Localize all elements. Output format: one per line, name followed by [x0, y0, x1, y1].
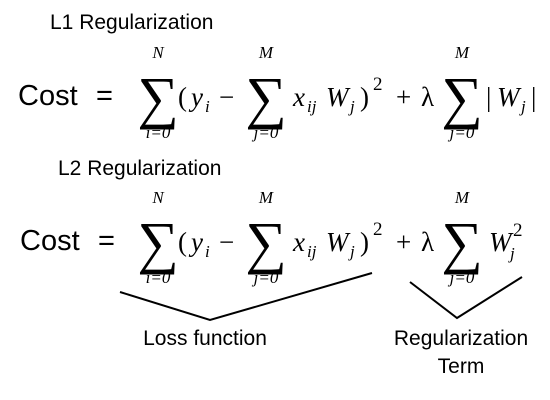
l2-inner-sum-upper: M — [258, 188, 274, 207]
l1-abs-close: | — [531, 82, 536, 112]
l1-inner-sum: M ∑ j=0 — [245, 43, 286, 142]
l1-reg-sum-upper: M — [454, 43, 470, 62]
l2-x-subscript: ij — [307, 242, 317, 261]
l2-cost-label: Cost — [20, 225, 80, 257]
l1-square-exponent: 2 — [373, 74, 383, 95]
l2-outer-sum-upper: N — [151, 188, 165, 207]
l1-reg-sum-symbol: ∑ — [441, 65, 482, 130]
l1-abs-open: | — [486, 82, 491, 112]
l1-inner-sum-lower: j=0 — [252, 123, 279, 142]
l2-section: L2 Regularization Cost = N ∑ i=0 ( y i −… — [20, 157, 523, 287]
loss-function-bracket — [119, 272, 373, 322]
l1-cost-label: Cost — [18, 80, 78, 112]
annotations: Loss function Regularization Term — [119, 272, 528, 378]
l1-plus-sign: + — [396, 82, 411, 112]
l2-reg-sum-symbol: ∑ — [441, 210, 482, 275]
l2-outer-sum: N ∑ i=0 — [137, 188, 178, 287]
l2-close-paren: ) — [360, 227, 369, 257]
l1-equals-sign: = — [96, 80, 113, 112]
l1-w-subscript: j — [348, 97, 355, 116]
l2-x: x — [292, 227, 305, 257]
l1-minus-sign: − — [219, 82, 234, 112]
regularization-term-label-line1: Regularization — [394, 327, 528, 350]
l1-x-subscript: ij — [307, 97, 317, 116]
l1-inner-sum-symbol: ∑ — [245, 65, 286, 130]
l2-w: W — [326, 227, 351, 257]
l2-reg-w-subscript: j — [508, 244, 515, 263]
l1-outer-sum: N ∑ i=0 — [137, 43, 178, 142]
l2-lambda: λ — [421, 227, 434, 257]
l1-close-paren: ) — [360, 82, 369, 112]
l2-inner-sum: M ∑ j=0 — [245, 188, 286, 287]
l2-outer-sum-symbol: ∑ — [137, 210, 178, 275]
l2-outer-sum-lower: i=0 — [146, 268, 171, 287]
l1-outer-sum-symbol: ∑ — [137, 65, 178, 130]
l1-reg-w-subscript: j — [519, 97, 526, 116]
l2-title: L2 Regularization — [58, 157, 221, 180]
l1-open-paren: ( — [178, 82, 187, 112]
l2-reg-sum: M ∑ j=0 — [441, 188, 482, 287]
l1-outer-sum-upper: N — [151, 43, 165, 62]
l2-open-paren: ( — [178, 227, 187, 257]
l2-plus-sign: + — [396, 227, 411, 257]
l2-minus-sign: − — [219, 227, 234, 257]
l1-reg-w: W — [497, 82, 522, 112]
l1-inner-sum-upper: M — [258, 43, 274, 62]
l2-reg-sum-upper: M — [454, 188, 470, 207]
l1-lambda: λ — [421, 82, 434, 112]
l2-reg-w-superscript: 2 — [513, 220, 523, 241]
l1-reg-sum: M ∑ j=0 — [441, 43, 482, 142]
l2-y: y — [188, 227, 203, 257]
l1-outer-sum-lower: i=0 — [146, 123, 171, 142]
l2-reg-sum-lower: j=0 — [448, 268, 475, 287]
l1-y: y — [188, 82, 203, 112]
l1-section: L1 Regularization Cost = N ∑ i=0 ( y i −… — [18, 11, 536, 142]
regularization-term-bracket — [409, 276, 523, 320]
l1-w: W — [326, 82, 351, 112]
l2-inner-sum-lower: j=0 — [252, 268, 279, 287]
loss-function-label: Loss function — [143, 327, 267, 350]
l1-reg-sum-lower: j=0 — [448, 123, 475, 142]
regularization-term-label-line2: Term — [438, 355, 485, 378]
l1-title: L1 Regularization — [50, 11, 213, 34]
l2-equals-sign: = — [98, 225, 115, 257]
l1-y-subscript: i — [205, 97, 210, 116]
l2-w-subscript: j — [348, 242, 355, 261]
l1-x: x — [292, 82, 305, 112]
l2-reg-w: W — [489, 227, 514, 257]
l2-inner-sum-symbol: ∑ — [245, 210, 286, 275]
l2-y-subscript: i — [205, 242, 210, 261]
l2-square-exponent: 2 — [373, 219, 383, 240]
